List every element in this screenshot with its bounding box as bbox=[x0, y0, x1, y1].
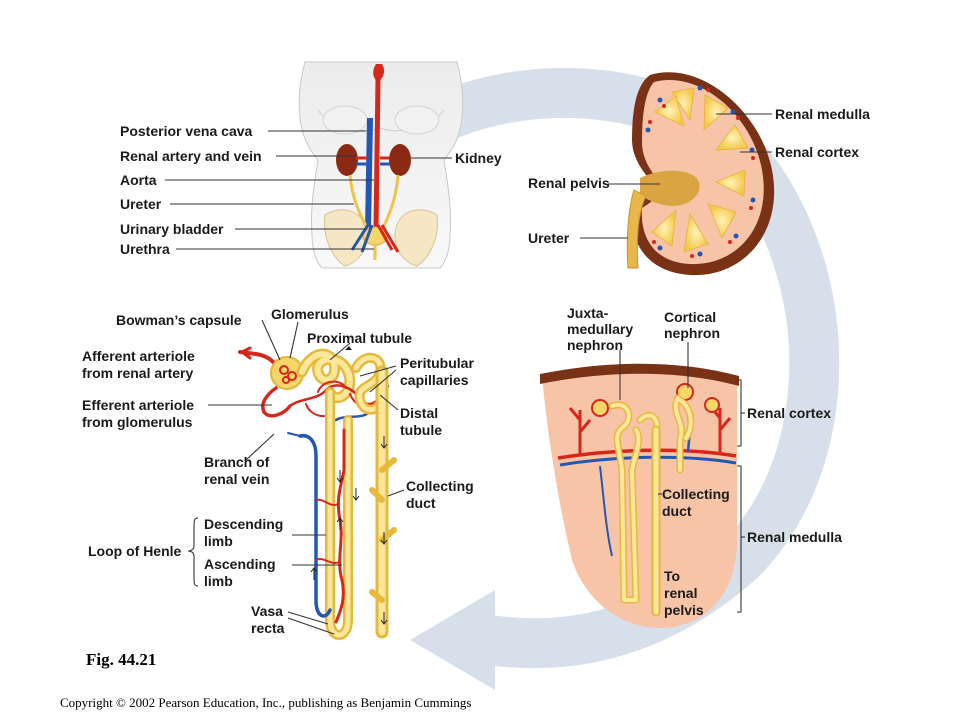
label-renal-pelvis: Renal pelvis bbox=[528, 175, 610, 191]
label-aorta: Aorta bbox=[120, 172, 157, 188]
tissue-wedge bbox=[540, 363, 742, 628]
label-renal-cortex-wedge: Renal cortex bbox=[747, 405, 831, 421]
label-descending-1: Descending bbox=[204, 516, 283, 532]
label-renal-medulla-kidney: Renal medulla bbox=[775, 106, 870, 122]
label-kidney: Kidney bbox=[455, 150, 502, 166]
kidney-section bbox=[626, 72, 775, 276]
label-glomerulus: Glomerulus bbox=[271, 306, 349, 322]
label-vasa-1: Vasa bbox=[251, 603, 283, 619]
label-posterior-vena-cava: Posterior vena cava bbox=[120, 123, 253, 139]
copyright-notice: Copyright © 2002 Pearson Education, Inc.… bbox=[60, 695, 471, 710]
label-afferent-1: Afferent arteriole bbox=[82, 348, 195, 364]
label-collecting-1: Collecting bbox=[406, 478, 474, 494]
label-efferent-2: from glomerulus bbox=[82, 414, 193, 430]
label-ascending-2: limb bbox=[204, 573, 233, 589]
label-afferent-2: from renal artery bbox=[82, 365, 193, 381]
body-leader-lines bbox=[165, 130, 452, 250]
label-ureter-body: Ureter bbox=[120, 196, 162, 212]
label-cortical-2: nephron bbox=[664, 325, 720, 341]
label-collecting-wedge-1: Collecting bbox=[662, 486, 730, 502]
label-renal-medulla-wedge: Renal medulla bbox=[747, 529, 842, 545]
label-vasa-2: recta bbox=[251, 620, 285, 636]
label-peritubular-1: Peritubular bbox=[400, 355, 474, 371]
label-collecting-2: duct bbox=[406, 495, 436, 511]
label-peritubular-2: capillaries bbox=[400, 372, 469, 388]
label-urethra: Urethra bbox=[120, 241, 170, 257]
label-juxta-3: nephron bbox=[567, 337, 623, 353]
label-branch-vein-1: Branch of bbox=[204, 454, 270, 470]
label-distal-2: tubule bbox=[400, 422, 442, 438]
label-branch-vein-2: renal vein bbox=[204, 471, 269, 487]
body-vessels bbox=[336, 64, 411, 260]
nephron-leader-lines bbox=[208, 319, 405, 635]
wedge-leader-lines bbox=[619, 342, 745, 538]
label-collecting-wedge-2: duct bbox=[662, 503, 692, 519]
label-to-pelvis-3: pelvis bbox=[664, 602, 704, 618]
label-loop-of-henle: Loop of Henle bbox=[88, 543, 182, 559]
label-efferent-1: Efferent arteriole bbox=[82, 397, 194, 413]
label-renal-cortex-kidney: Renal cortex bbox=[775, 144, 859, 160]
body-labels: Posterior vena cava Renal artery and vei… bbox=[120, 123, 502, 257]
flow-arrow bbox=[393, 68, 840, 690]
label-distal-1: Distal bbox=[400, 405, 438, 421]
label-renal-artery-vein: Renal artery and vein bbox=[120, 148, 262, 164]
kidney-labels: Renal medulla Renal cortex Renal pelvis … bbox=[528, 106, 870, 246]
label-cortical-1: Cortical bbox=[664, 309, 716, 325]
kidney-leader-lines bbox=[580, 113, 772, 239]
nephron-labels: Bowman’s capsule Glomerulus Proximal tub… bbox=[82, 306, 474, 636]
label-ureter-kidney: Ureter bbox=[528, 230, 570, 246]
label-ascending-1: Ascending bbox=[204, 556, 276, 572]
label-juxta-1: Juxta- bbox=[567, 305, 609, 321]
kidney-boundary-vessels bbox=[645, 85, 756, 258]
label-to-pelvis-1: To bbox=[664, 568, 680, 584]
label-urinary-bladder: Urinary bladder bbox=[120, 221, 224, 237]
nephron-detail bbox=[187, 346, 397, 640]
wedge-nephrons bbox=[591, 383, 720, 617]
label-descending-2: limb bbox=[204, 533, 233, 549]
label-proximal-tubule: Proximal tubule bbox=[307, 330, 412, 346]
label-to-pelvis-2: renal bbox=[664, 585, 697, 601]
label-juxta-2: medullary bbox=[567, 321, 633, 337]
figure-number: Fig. 44.21 bbox=[86, 650, 156, 669]
label-bowmans-capsule: Bowman’s capsule bbox=[116, 312, 242, 328]
wedge-labels: Juxta- medullary nephron Cortical nephro… bbox=[567, 305, 842, 618]
